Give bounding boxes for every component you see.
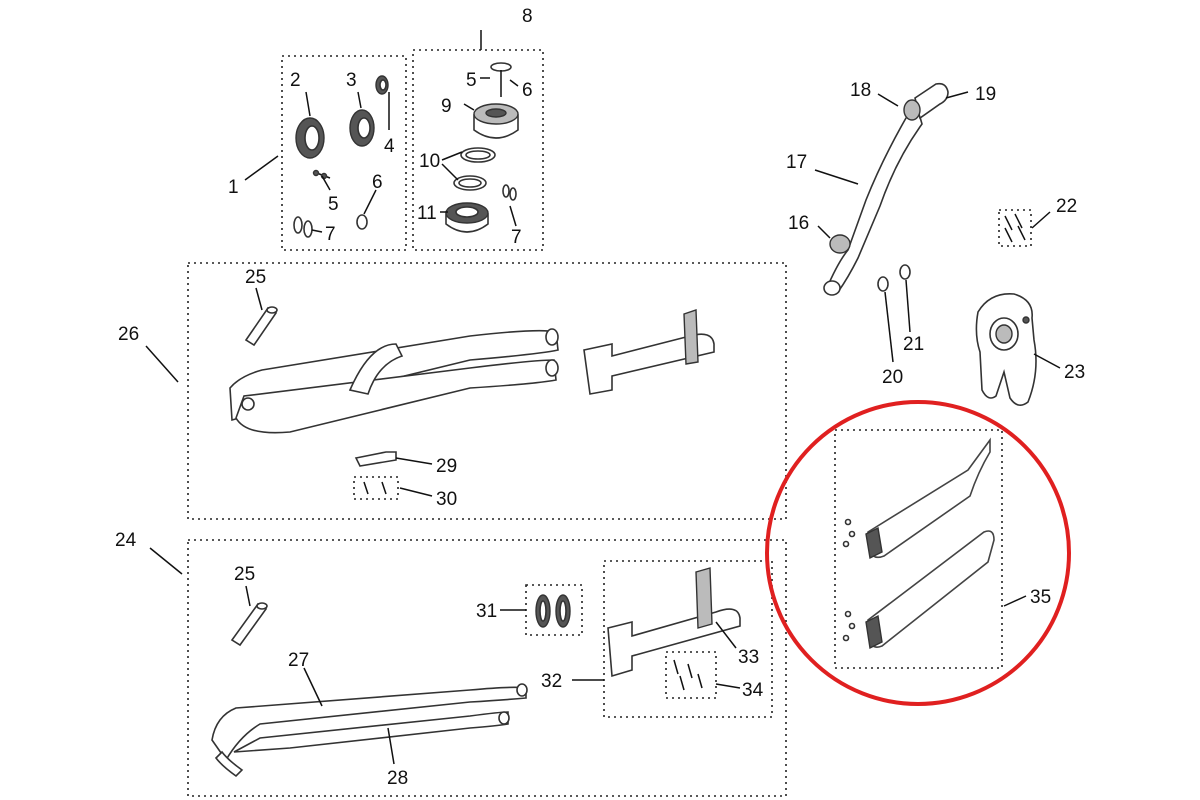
fork-leg-part-27 xyxy=(211,683,528,762)
seal-part-2 xyxy=(295,117,325,159)
ring-part-4 xyxy=(375,75,389,95)
label-25b: 25 xyxy=(234,564,255,585)
label-30: 30 xyxy=(436,489,457,510)
label-21: 21 xyxy=(903,334,924,355)
race-part-10 xyxy=(453,147,496,191)
fork-guard-upper xyxy=(842,437,991,560)
pin-part-5 xyxy=(312,169,331,180)
group-box-8 xyxy=(412,49,544,251)
label-32: 32 xyxy=(541,671,562,692)
label-7a: 7 xyxy=(325,224,336,245)
group-box-1 xyxy=(281,55,407,251)
axle-part-25b xyxy=(230,602,268,647)
handlebar-part-17 xyxy=(823,108,923,296)
axle-part-25a xyxy=(244,306,278,347)
clip-part-7 xyxy=(293,216,313,238)
washer-part-6 xyxy=(356,214,368,230)
label-4: 4 xyxy=(384,136,395,157)
fork-leg-part-28 xyxy=(214,711,510,778)
group-box-32 xyxy=(603,560,773,718)
label-16: 16 xyxy=(788,213,809,234)
label-24: 24 xyxy=(115,530,137,551)
label-8: 8 xyxy=(522,6,533,27)
group-box-24 xyxy=(187,539,787,797)
label-35: 35 xyxy=(1030,587,1051,608)
label-34: 34 xyxy=(742,680,764,701)
bolts-part-22 xyxy=(1004,213,1026,243)
label-20: 20 xyxy=(882,367,903,388)
clip-part-7b xyxy=(502,184,517,201)
label-19: 19 xyxy=(975,84,996,105)
label-1: 1 xyxy=(228,177,239,198)
bolts-part-34 xyxy=(673,659,703,691)
fork-guard-lower xyxy=(842,530,995,650)
label-33: 33 xyxy=(738,647,759,668)
label-26: 26 xyxy=(118,324,139,345)
bolts-part-30 xyxy=(363,481,387,495)
group-box-34 xyxy=(665,651,717,699)
label-6a: 6 xyxy=(372,172,383,193)
bolt-part-5-6 xyxy=(490,62,512,97)
label-27: 27 xyxy=(288,650,309,671)
seal-part-3 xyxy=(349,109,375,147)
label-2: 2 xyxy=(290,70,301,91)
spacer-part-20-21 xyxy=(877,264,911,292)
label-11: 11 xyxy=(417,203,437,224)
label-25a: 25 xyxy=(245,267,266,288)
triple-clamp-upper xyxy=(583,309,715,395)
group-box-35 xyxy=(834,429,1003,669)
label-28: 28 xyxy=(387,768,408,789)
label-17: 17 xyxy=(786,152,807,173)
grip-part-19 xyxy=(903,82,949,121)
label-31: 31 xyxy=(476,601,497,622)
group-box-30 xyxy=(353,476,399,500)
triple-clamp-part-33 xyxy=(607,567,741,678)
label-6b: 6 xyxy=(522,80,533,101)
group-box-31 xyxy=(525,584,583,636)
bearing-part-11 xyxy=(445,202,489,233)
label-29: 29 xyxy=(436,456,457,477)
seals-part-31 xyxy=(535,594,571,628)
label-9: 9 xyxy=(441,96,452,117)
label-5b: 5 xyxy=(466,70,477,91)
clamp-part-23 xyxy=(975,293,1037,406)
label-22: 22 xyxy=(1056,196,1077,217)
bearing-part-9 xyxy=(473,103,519,139)
highlight-circle xyxy=(765,400,1071,706)
group-box-26 xyxy=(187,262,787,520)
fork-leg-upper-assembly xyxy=(229,328,559,434)
label-5a: 5 xyxy=(328,194,339,215)
leader-lines xyxy=(145,30,1061,765)
label-23: 23 xyxy=(1064,362,1085,383)
part-labels: 1 2 3 4 5 6 7 8 5 6 9 10 11 7 16 17 18 1… xyxy=(115,6,1085,789)
label-3: 3 xyxy=(346,70,357,91)
label-7b: 7 xyxy=(511,227,522,248)
label-18: 18 xyxy=(850,80,871,101)
group-box-22 xyxy=(998,209,1032,247)
guide-part-29 xyxy=(354,451,397,467)
label-10: 10 xyxy=(419,151,440,172)
